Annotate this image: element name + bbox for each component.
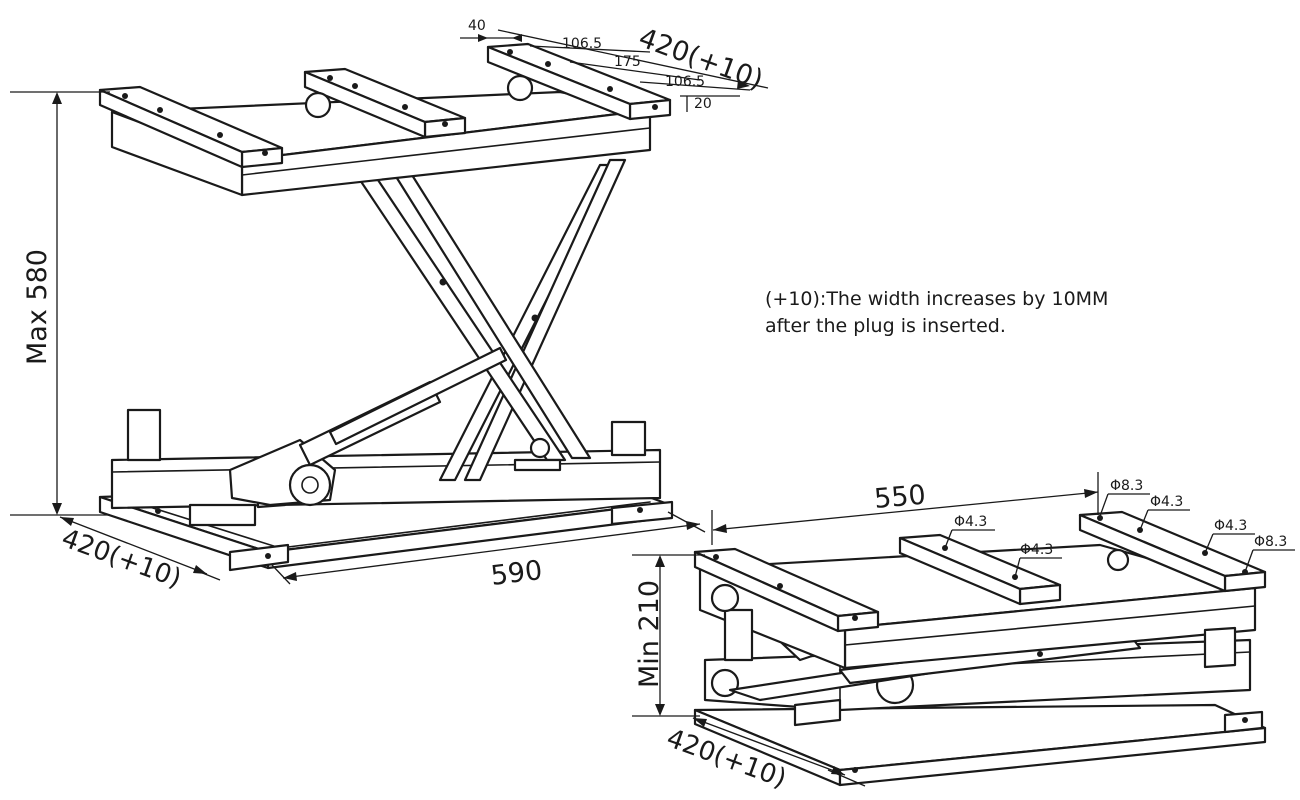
- hole-label-2: Φ4.3: [1150, 494, 1183, 510]
- dim-106-5-b: 106.5: [665, 74, 705, 90]
- lowered-crossbars: [693, 510, 1267, 633]
- length-550-dimension: 550: [711, 472, 1099, 545]
- note-line-1: (+10):The width increases by 10MM: [765, 288, 1108, 310]
- length-590-dimension: 590: [271, 511, 706, 592]
- max-height-label: Max 580: [22, 249, 53, 365]
- top-rollers: [304, 74, 534, 119]
- dim-106-5-a: 106.5: [562, 36, 602, 52]
- scissor-arms: [358, 158, 627, 482]
- lowered-lift-view: [693, 510, 1267, 787]
- top-crossbars: [98, 42, 672, 169]
- hole-label-6: Φ4.3: [1020, 542, 1053, 558]
- note: (+10):The width increases by 10MM after …: [765, 288, 1108, 337]
- raised-lift-view: [98, 42, 674, 572]
- hole-label-1: Φ8.3: [1110, 478, 1143, 494]
- note-line-2: after the plug is inserted.: [765, 315, 1006, 337]
- slot-40-label: 40: [468, 18, 486, 34]
- max-height-dimension: Max 580: [10, 91, 110, 516]
- hole-label-5: Φ4.3: [954, 514, 987, 530]
- hole-label-4: Φ8.3: [1254, 534, 1287, 550]
- hole-callouts: Φ8.3 Φ4.3 Φ4.3 Φ8.3 Φ4.3 Φ4.3: [944, 478, 1295, 578]
- dim-175: 175: [614, 54, 641, 70]
- hole-label-3: Φ4.3: [1214, 518, 1247, 534]
- actuator-rod: [298, 346, 508, 467]
- min-height-dimension: Min 210: [632, 554, 705, 717]
- length-590-label: 590: [489, 555, 544, 592]
- min-height-label: Min 210: [634, 580, 665, 688]
- length-550-label: 550: [873, 480, 927, 515]
- dim-20: 20: [694, 96, 712, 112]
